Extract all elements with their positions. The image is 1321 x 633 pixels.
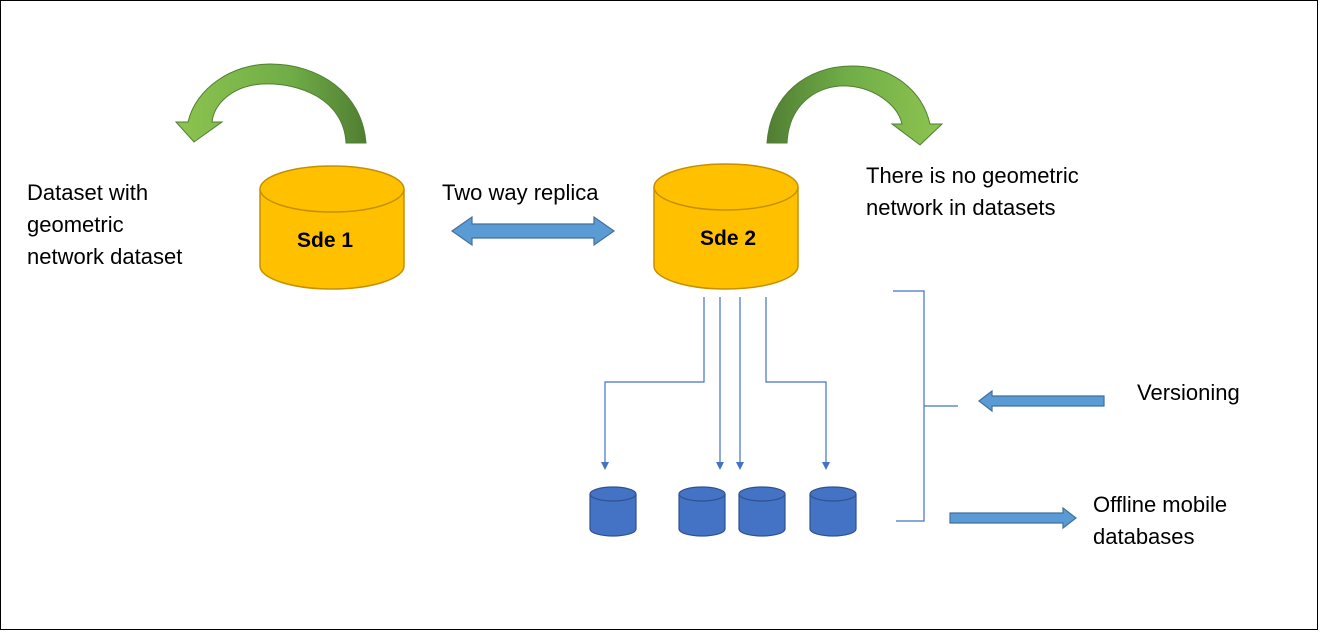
- sde2-description: There is no geometric network in dataset…: [866, 163, 1079, 220]
- replica-label: Two way replica: [442, 180, 599, 205]
- curved-arrow-left-icon: [174, 63, 367, 144]
- two-way-arrow-icon: [450, 215, 616, 247]
- versioning-label: Versioning: [1137, 380, 1240, 405]
- sde1-description: Dataset with geometric network dataset: [27, 180, 183, 269]
- offline-label: Offline mobile databases: [1093, 492, 1228, 549]
- mobile-database: [678, 486, 726, 537]
- versioning-arrow-icon: [978, 389, 1105, 413]
- sde2-label: Sde 2: [700, 227, 756, 250]
- sde1-database: Sde 1: [259, 165, 405, 290]
- sde2-database: Sde 2: [653, 163, 799, 290]
- offline-arrow-icon: [949, 506, 1077, 530]
- curved-arrow-right-icon: [766, 65, 944, 146]
- grouping-bracket: [893, 290, 958, 522]
- replica-connectors: [604, 297, 827, 462]
- mobile-database: [738, 486, 786, 537]
- sde1-label: Sde 1: [297, 229, 353, 252]
- mobile-database: [589, 486, 637, 537]
- connector-arrowheads: [601, 462, 830, 470]
- mobile-database: [809, 486, 857, 537]
